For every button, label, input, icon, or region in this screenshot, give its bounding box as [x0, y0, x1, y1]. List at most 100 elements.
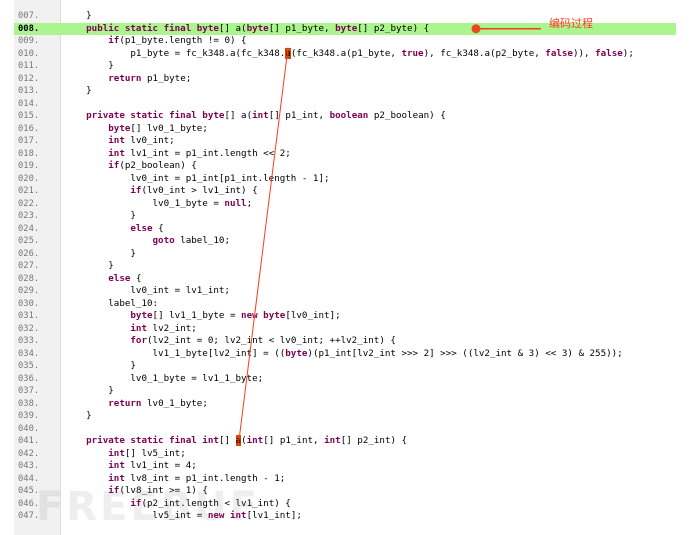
- code-token: lv5_int =: [64, 510, 208, 521]
- line-number: 039.: [18, 411, 40, 421]
- code-token: label_10;: [174, 235, 230, 246]
- keyword-token: new int: [207, 510, 247, 521]
- code-token: []: [218, 435, 236, 446]
- line-number: 033.: [18, 336, 40, 346]
- code-text: byte[] lv0_1_byte;: [64, 123, 208, 136]
- code-text: if(p2_boolean) {: [64, 160, 197, 173]
- highlighted-method-a: a: [285, 47, 291, 59]
- code-line[interactable]: 042. int[] lv5_int;: [14, 448, 676, 461]
- code-line[interactable]: 010. p1_byte = fc_k348.a(fc_k348.a(fc_k3…: [14, 47, 676, 61]
- code-line[interactable]: 038. return lv0_1_byte;: [14, 398, 676, 411]
- code-token: p2_boolean) {: [368, 110, 446, 121]
- code-text: if(lv0_int > lv1_int) {: [64, 185, 257, 198]
- code-line[interactable]: 018. int lv1_int = p1_int.length << 2;: [14, 148, 676, 161]
- code-line[interactable]: 024. else {: [14, 223, 676, 236]
- line-number: 024.: [18, 223, 40, 234]
- code-text: }: [64, 410, 92, 423]
- line-number: 037.: [18, 386, 40, 396]
- code-line[interactable]: 011. }: [14, 60, 676, 73]
- code-line[interactable]: 037. }: [14, 385, 676, 398]
- code-line[interactable]: 023. }: [14, 210, 676, 223]
- code-token: [] lv0_1_byte;: [130, 122, 208, 134]
- line-number: 023.: [18, 211, 40, 221]
- code-line[interactable]: 031. byte[] lv1_1_byte = new byte[lv0_in…: [14, 310, 676, 323]
- code-token: [] lv5_int;: [124, 447, 186, 459]
- code-token: lv0_int = p1_int[p1_int.length - 1];: [64, 172, 330, 184]
- code-line[interactable]: 047. lv5_int = new int[lv1_int];: [14, 510, 676, 523]
- code-text: label_10:: [64, 298, 158, 311]
- code-line[interactable]: 015. private static final byte[] a(int[]…: [14, 110, 676, 123]
- connector-line: [237, 47, 289, 447]
- keyword-token: private static final byte: [86, 110, 225, 121]
- code-line[interactable]: 007. }: [14, 10, 676, 23]
- code-line[interactable]: 019. if(p2_boolean) {: [14, 160, 676, 173]
- code-line[interactable]: 026. }: [14, 248, 676, 261]
- code-token: (fc_k348.a(p1_byte,: [290, 47, 402, 59]
- line-number: 035.: [18, 361, 40, 371]
- code-line[interactable]: 035. }: [14, 360, 676, 373]
- code-line[interactable]: 020. lv0_int = p1_int[p1_int.length - 1]…: [14, 173, 676, 186]
- line-number: 031.: [18, 311, 40, 321]
- line-number: 030.: [18, 298, 40, 309]
- code-line-highlighted[interactable]: 008. public static final byte[] a(byte[]…: [14, 22, 676, 35]
- code-line[interactable]: 009. if(p1_byte.length != 0) {: [14, 35, 676, 48]
- code-line[interactable]: 041. private static final int[] a(int[] …: [14, 435, 676, 448]
- code-line[interactable]: 022. lv0_1_byte = null;: [14, 198, 676, 211]
- keyword-token: int: [108, 447, 125, 459]
- code-line[interactable]: 014.: [14, 98, 676, 111]
- line-number: 011.: [18, 61, 40, 71]
- code-token: lv1_int = p1_int.length << 2;: [124, 147, 291, 159]
- code-line[interactable]: 016. byte[] lv0_1_byte;: [14, 123, 676, 136]
- code-line[interactable]: 013. }: [14, 85, 676, 98]
- code-token: ), fc_k348.a(p2_byte,: [423, 47, 546, 59]
- code-line[interactable]: 034. lv1_1_byte[lv2_int] = ((byte)(p1_in…: [14, 348, 676, 361]
- code-token: lv1_1_byte[lv2_int] = ((: [64, 347, 286, 359]
- code-line[interactable]: 027. }: [14, 260, 676, 273]
- line-number: 026.: [18, 248, 40, 259]
- code-line[interactable]: 012. return p1_byte;: [14, 73, 676, 86]
- code-line[interactable]: 025. goto label_10;: [14, 235, 676, 248]
- code-text: goto label_10;: [64, 235, 230, 248]
- code-text: }: [64, 60, 114, 73]
- code-text: return p1_byte;: [64, 73, 191, 86]
- keyword-token: else: [130, 222, 153, 234]
- code-token: (p2_int.length < lv1_int) {: [141, 497, 291, 509]
- code-line[interactable]: 032. int lv2_int;: [14, 323, 676, 336]
- code-line[interactable]: 028. else {: [14, 273, 676, 286]
- code-token: [] a(: [218, 22, 247, 34]
- code-line[interactable]: 036. lv0_1_byte = lv1_1_byte;: [14, 373, 676, 386]
- code-line[interactable]: 030. label_10:: [14, 298, 676, 311]
- line-number: 029.: [18, 286, 40, 296]
- code-line[interactable]: 017. int lv0_int;: [14, 135, 676, 148]
- code-line[interactable]: 021. if(lv0_int > lv1_int) {: [14, 185, 676, 198]
- line-number: 043.: [18, 461, 40, 471]
- code-line[interactable]: 046. if(p2_int.length < lv1_int) {: [14, 498, 676, 511]
- code-token: {: [130, 272, 142, 284]
- code-line[interactable]: 040.: [14, 423, 676, 436]
- line-number: 013.: [18, 86, 40, 96]
- code-token: lv0_int = lv1_int;: [64, 285, 230, 296]
- code-token: [] p1_int,: [268, 110, 330, 121]
- line-number: 007.: [18, 11, 40, 21]
- line-number: 038.: [18, 398, 40, 409]
- code-token: }: [64, 410, 92, 421]
- code-line[interactable]: 044. int lv8_int = p1_int.length - 1;: [14, 473, 676, 486]
- code-token: lv0_1_byte;: [141, 397, 208, 409]
- line-number: 027.: [18, 261, 40, 271]
- code-token: }: [64, 385, 114, 396]
- code-text: }: [64, 260, 114, 273]
- code-text: }: [64, 360, 136, 373]
- code-line[interactable]: 033. for(lv2_int = 0; lv2_int < lv0_int;…: [14, 335, 676, 348]
- code-text: if(p1_byte.length != 0) {: [64, 35, 246, 48]
- keyword-token: if: [130, 497, 142, 509]
- code-text: else {: [64, 222, 163, 236]
- code-line[interactable]: 045. if(lv8_int >= 1) {: [14, 485, 676, 498]
- code-text: int lv1_int = p1_int.length << 2;: [64, 148, 291, 161]
- code-text: }: [64, 210, 136, 223]
- code-line[interactable]: 043. int lv1_int = 4;: [14, 460, 676, 473]
- code-line[interactable]: 039. }: [14, 410, 676, 423]
- code-line[interactable]: 029. lv0_int = lv1_int;: [14, 285, 676, 298]
- line-number: 021.: [18, 186, 40, 196]
